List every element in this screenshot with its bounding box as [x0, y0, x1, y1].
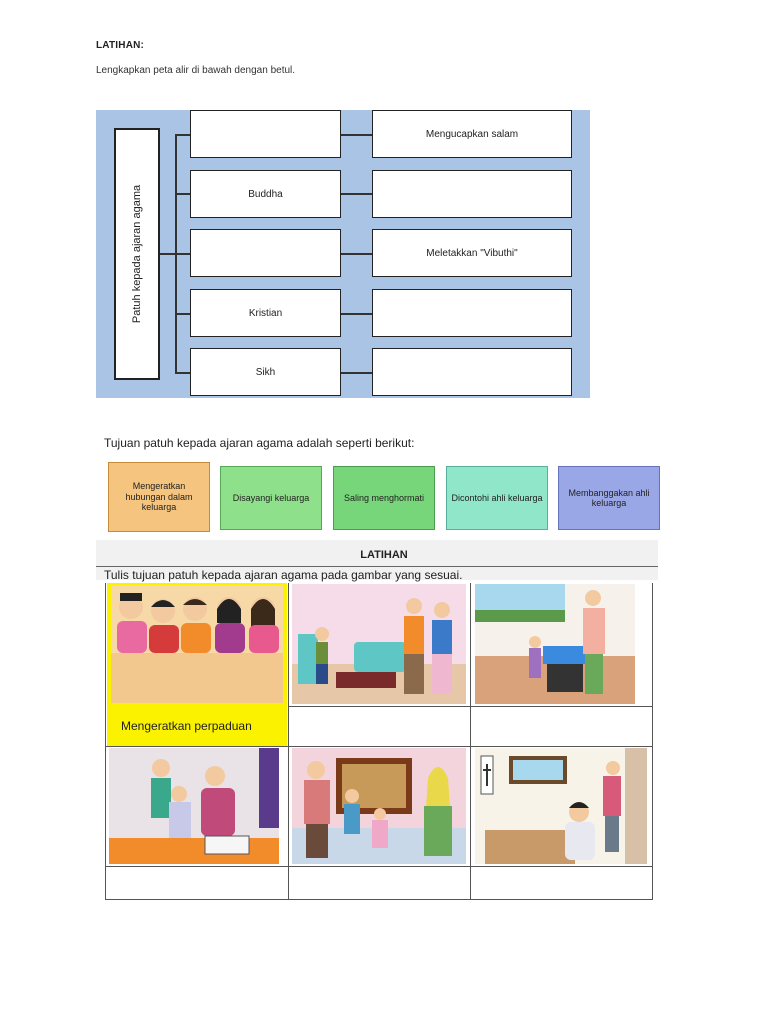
connector-branch-5 — [175, 372, 190, 374]
religion-box-4[interactable]: Kristian — [190, 289, 341, 337]
flowchart-instruction: Lengkapkan peta alir di bawah dengan bet… — [96, 65, 296, 76]
religion-box-3[interactable] — [190, 229, 341, 277]
practice-box-5[interactable] — [372, 348, 572, 396]
connector-branch-2 — [175, 193, 190, 195]
family-group-illustration — [107, 583, 287, 706]
religion-box-5[interactable]: Sikh — [190, 348, 341, 396]
connector-branch-3 — [175, 253, 190, 255]
page-title: LATIHAN: — [96, 40, 145, 51]
purpose-card-3: Saling menghormati — [333, 466, 435, 530]
child-praying-illustration — [475, 748, 647, 864]
offering-at-altar-illustration — [475, 584, 635, 704]
connector-link-1 — [341, 134, 372, 136]
grid-line — [105, 746, 653, 747]
purpose-card-5: Membanggakan ahli keluarga — [558, 466, 660, 530]
connector-branch-1 — [175, 134, 190, 136]
grid-line — [105, 866, 653, 867]
exercise-header-band — [96, 540, 658, 580]
grid-line — [105, 899, 653, 900]
flowchart-root-label: Patuh kepada ajaran agama — [131, 184, 143, 324]
example-answer-label: Mengeratkan perpaduan — [107, 705, 287, 746]
connector-link-4 — [341, 313, 372, 315]
connector-link-2 — [341, 193, 372, 195]
grid-line — [105, 583, 106, 900]
connector-link-3 — [341, 253, 372, 255]
family-reading-illustration — [109, 748, 279, 864]
exercise-instruction: Tulis tujuan patuh kepada ajaran agama p… — [104, 568, 463, 582]
practice-box-1[interactable]: Mengucapkan salam — [372, 110, 572, 158]
exercise-divider — [96, 566, 658, 567]
purpose-card-4: Dicontohi ahli keluarga — [446, 466, 548, 530]
grid-line — [652, 583, 653, 900]
flowchart-root-box: Patuh kepada ajaran agama — [114, 128, 160, 380]
purpose-card-2: Disayangi keluarga — [220, 466, 322, 530]
practice-box-4[interactable] — [372, 289, 572, 337]
grid-line — [470, 583, 471, 900]
exercise-title: LATIHAN — [360, 549, 408, 561]
connector-branch-4 — [175, 313, 190, 315]
religion-box-1[interactable] — [190, 110, 341, 158]
connector-root — [160, 253, 176, 255]
purpose-card-1: Mengeratkan hubungan dalam keluarga — [108, 462, 210, 532]
child-greeting-grandparents-illustration — [292, 584, 466, 704]
muslim-family-illustration — [292, 748, 466, 864]
grid-line — [288, 583, 289, 900]
religion-box-2[interactable]: Buddha — [190, 170, 341, 218]
practice-box-3[interactable]: Meletakkan "Vibuthi" — [372, 229, 572, 277]
grid-line — [288, 706, 653, 707]
connector-link-5 — [341, 372, 372, 374]
practice-box-2[interactable] — [372, 170, 572, 218]
purpose-heading: Tujuan patuh kepada ajaran agama adalah … — [104, 436, 415, 450]
